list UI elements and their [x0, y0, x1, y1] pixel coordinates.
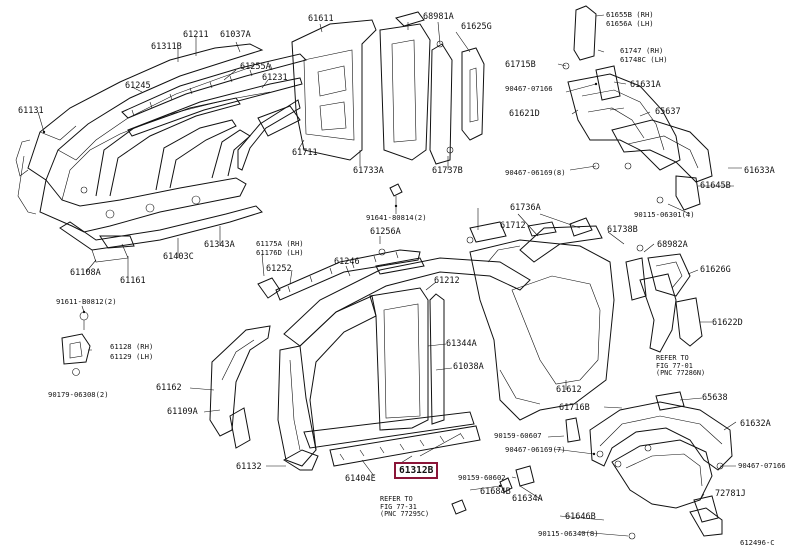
part-label-61246[interactable]: 61246 — [334, 257, 360, 267]
part-label-61129[interactable]: 61129 (LH) — [110, 352, 154, 361]
leader-lines — [37, 14, 742, 537]
part-label-61131[interactable]: 61131 — [18, 106, 44, 116]
part-label-61611[interactable]: 61611 — [308, 14, 334, 24]
rear-wheelhouse-upper-drawing — [562, 5, 713, 211]
part-label-61256A[interactable]: 61256A — [370, 227, 401, 237]
part-label-90179-06308-2[interactable]: 90179-06308(2) — [48, 390, 109, 399]
part-label-61343A[interactable]: 61343A — [204, 240, 235, 250]
part-label-90159-60602[interactable]: 90159-60602 — [458, 473, 506, 482]
part-label-61625G[interactable]: 61625G — [461, 22, 492, 32]
part-label-65637[interactable]: 65637 — [655, 107, 681, 117]
part-label-90467-06169-7[interactable]: 90467-06169(7) — [505, 445, 566, 454]
part-label-91611-B0812-2[interactable]: 91611-B0812(2) — [56, 297, 117, 306]
part-label-61631A[interactable]: 61631A — [630, 80, 661, 90]
refer-note-fig-77-31[interactable]: REFER TO FIG 77-31 (PNC 77295C) — [380, 495, 430, 519]
part-label-61176D[interactable]: 61176D (LH) — [256, 248, 304, 257]
part-label-61712[interactable]: 61712 — [500, 221, 526, 231]
part-label-61632A[interactable]: 61632A — [740, 419, 771, 429]
refer-note-a-line2: FIG 77-01 — [656, 361, 693, 370]
part-label-90467-07166[interactable]: 90467-07166 — [505, 84, 553, 93]
figure-id: 612496-C — [740, 538, 775, 547]
part-label-61311B[interactable]: 61311B — [151, 42, 182, 52]
part-label-61128[interactable]: 61128 (RH) — [110, 342, 154, 351]
refer-note-fig-77-01[interactable]: REFER TO FIG 77-01 (PNC 77286N) — [656, 354, 706, 378]
part-label-61684B[interactable]: 61684B — [480, 487, 511, 497]
part-label-61747[interactable]: 61747 (RH) — [620, 46, 664, 55]
part-label-61716B[interactable]: 61716B — [559, 403, 590, 413]
part-label-91641-80814-2[interactable]: 91641-80814(2) — [366, 213, 427, 222]
part-label-61733A[interactable]: 61733A — [353, 166, 384, 176]
part-label-68982A[interactable]: 68982A — [657, 240, 688, 250]
part-label-61634A[interactable]: 61634A — [512, 494, 543, 504]
part-label-61161[interactable]: 61161 — [120, 276, 146, 286]
rear-wheelhouse-lower-drawing — [451, 391, 733, 540]
part-label-61715B[interactable]: 61715B — [505, 60, 536, 70]
part-label-61622D[interactable]: 61622D — [712, 318, 743, 328]
body-side-outer-drawing — [209, 249, 531, 471]
part-label-61037A[interactable]: 61037A — [220, 30, 251, 40]
part-label-90115-06340-8[interactable]: 90115-06340(8) — [538, 529, 599, 538]
part-label-68981A[interactable]: 68981A — [423, 12, 454, 22]
quarter-inner-panel-drawing — [257, 11, 485, 165]
part-label-61255A[interactable]: 61255A — [240, 62, 271, 72]
part-label-61621D[interactable]: 61621D — [509, 109, 540, 119]
part-label-90467-06169-8[interactable]: 90467-06169(8) — [505, 168, 566, 177]
part-label-61404E[interactable]: 61404E — [345, 474, 376, 484]
part-label-61403C[interactable]: 61403C — [163, 252, 194, 262]
part-label-61748C[interactable]: 61748C (LH) — [620, 55, 668, 64]
part-label-61038A[interactable]: 61038A — [453, 362, 484, 372]
part-label-65638[interactable]: 65638 — [702, 393, 728, 403]
part-label-61612[interactable]: 61612 — [556, 385, 582, 395]
part-label-61132[interactable]: 61132 — [236, 462, 262, 472]
part-label-61655B[interactable]: 61655B (RH) — [606, 10, 654, 19]
refer-note-a-line3: (PNC 77286N) — [656, 369, 706, 377]
part-label-61737B[interactable]: 61737B — [432, 166, 463, 176]
part-label-61344A[interactable]: 61344A — [446, 339, 477, 349]
part-label-61252[interactable]: 61252 — [266, 264, 292, 274]
part-label-61645B[interactable]: 61645B — [700, 181, 731, 191]
part-label-61711[interactable]: 61711 — [292, 148, 318, 158]
part-label-61162[interactable]: 61162 — [156, 383, 182, 393]
part-label-72781J[interactable]: 72781J — [715, 489, 746, 499]
part-label-61212[interactable]: 61212 — [434, 276, 460, 286]
rear-quarter-outer-drawing — [466, 217, 703, 421]
refer-note-a-line1: REFER TO — [656, 354, 689, 362]
roof-side-rail-assembly-drawing — [15, 43, 307, 263]
part-label-61245[interactable]: 61245 — [125, 81, 151, 91]
fastener-drawings — [61, 183, 403, 376]
part-label-61211[interactable]: 61211 — [183, 30, 209, 40]
part-label-61231[interactable]: 61231 — [262, 73, 288, 83]
refer-note-b-line2: FIG 77-31 — [380, 502, 417, 511]
part-label-90159-60607[interactable]: 90159-60607 — [494, 431, 542, 440]
part-label-61633A[interactable]: 61633A — [744, 166, 775, 176]
part-label-61656A[interactable]: 61656A (LH) — [606, 19, 654, 28]
refer-note-b-line1: REFER TO — [380, 495, 413, 503]
leader-dots — [42, 82, 598, 488]
refer-note-b-line3: (PNC 77295C) — [380, 510, 430, 518]
part-label-61109A[interactable]: 61109A — [167, 407, 198, 417]
part-label-61646B[interactable]: 61646B — [565, 512, 596, 522]
part-label-61736A[interactable]: 61736A — [510, 203, 541, 213]
part-label-61626G[interactable]: 61626G — [700, 265, 731, 275]
part-label-61312B-highlighted[interactable]: 61312B — [394, 462, 439, 479]
part-label-90115-06301-4[interactable]: 90115-06301(4) — [634, 210, 695, 219]
part-label-61175A[interactable]: 61175A (RH) — [256, 239, 304, 248]
part-label-61738B[interactable]: 61738B — [607, 225, 638, 235]
part-label-90467-07166-b[interactable]: 90467-07166 — [738, 461, 786, 470]
part-label-61108A[interactable]: 61108A — [70, 268, 101, 278]
